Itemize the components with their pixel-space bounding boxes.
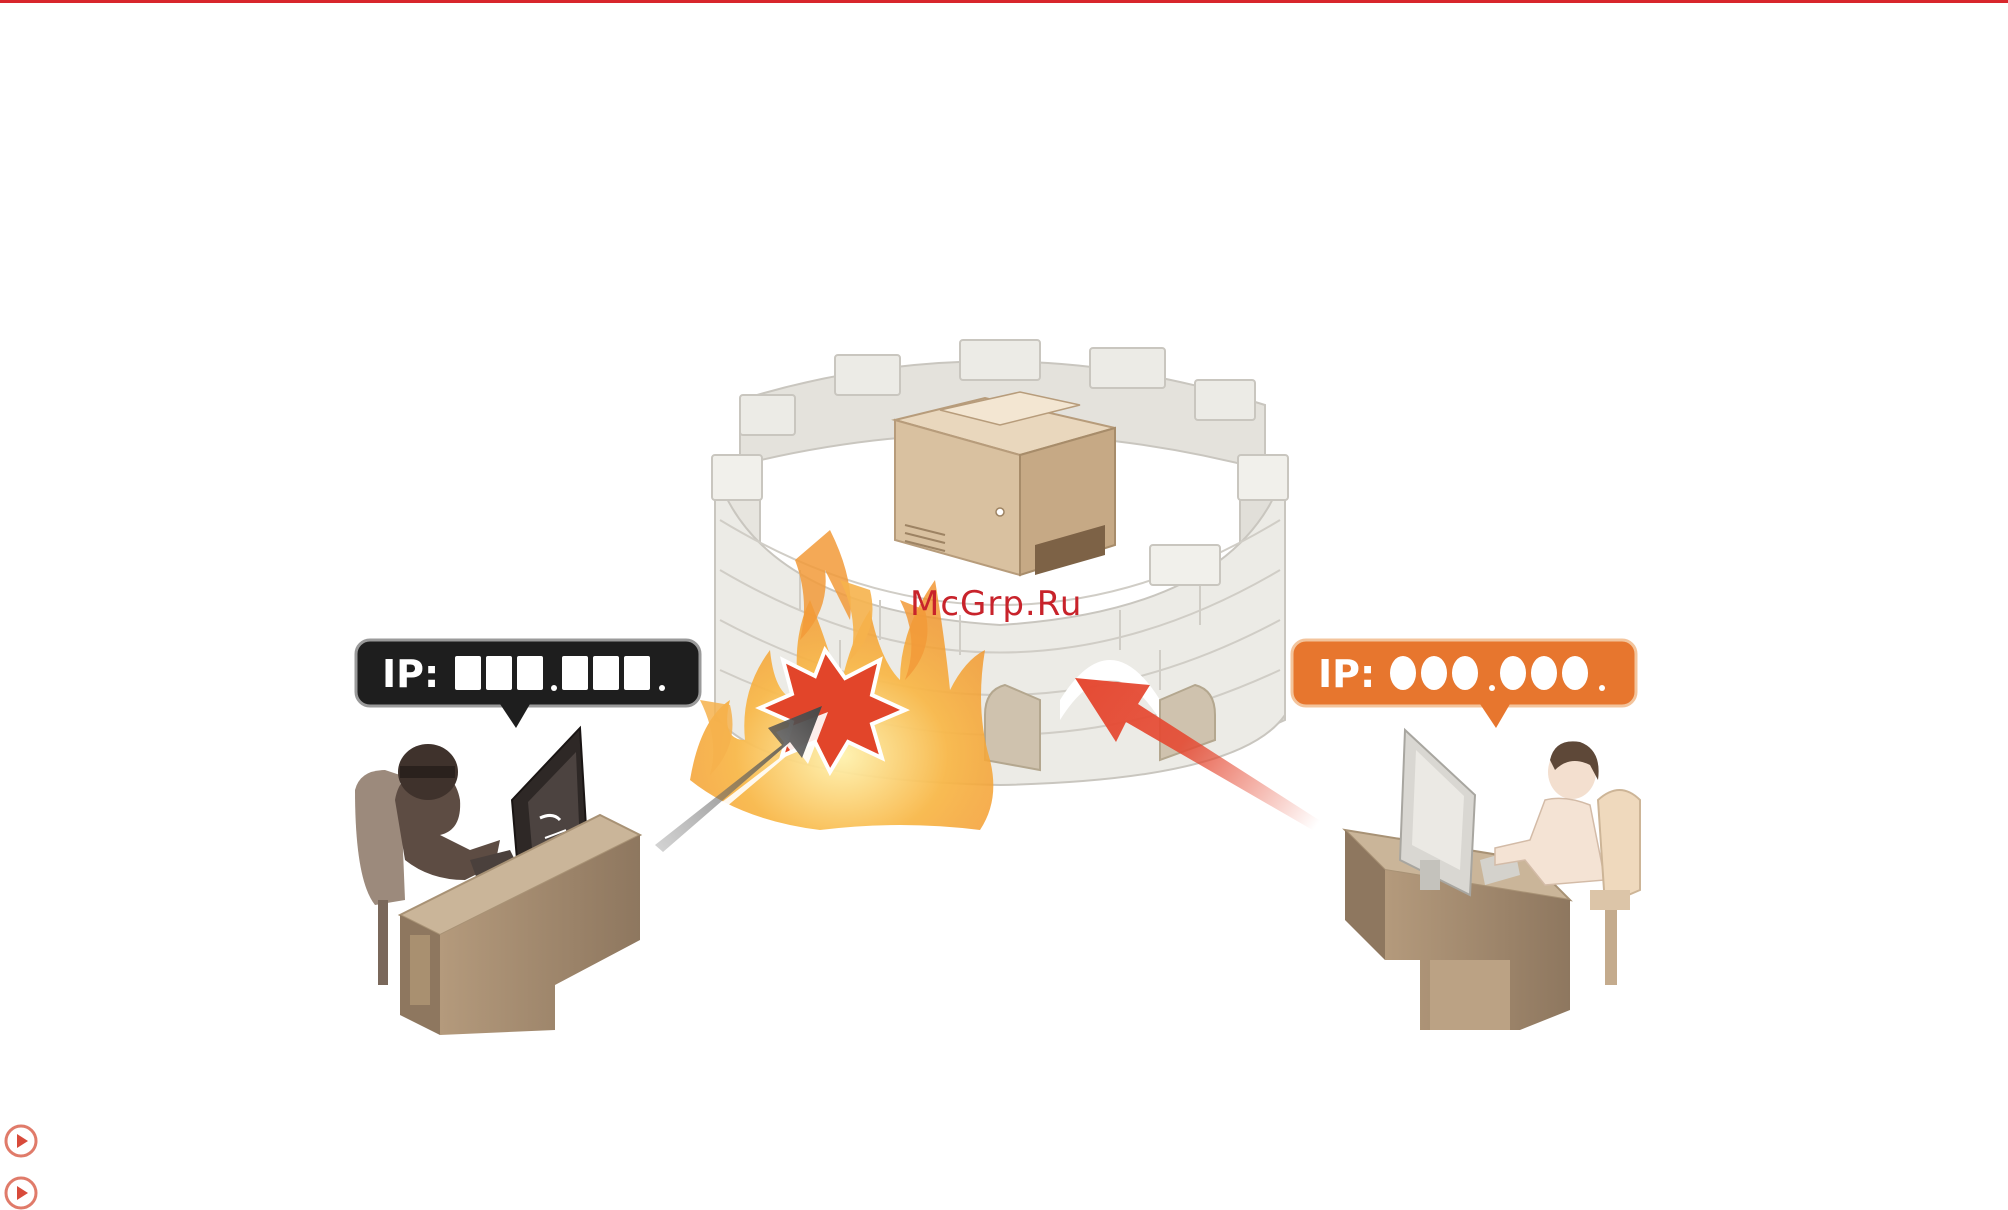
- play-circle-icon: [4, 1176, 38, 1210]
- multifunction-printer: [895, 392, 1115, 575]
- link-bullet-2[interactable]: [4, 1176, 38, 1210]
- allowed-ip-bubble: IP:: [1292, 640, 1636, 728]
- blocked-ip-bubble: IP:: [356, 640, 700, 728]
- link-bullet-1[interactable]: [4, 1124, 38, 1158]
- play-circle-icon: [4, 1124, 38, 1158]
- allowed-ip-prefix: IP:: [1318, 652, 1375, 696]
- blocked-ip-prefix: IP:: [382, 652, 439, 696]
- allowed-user-workstation: [1345, 730, 1640, 1030]
- watermark-text: McGrp.Ru: [910, 584, 1082, 624]
- attacker-workstation: [355, 728, 640, 1035]
